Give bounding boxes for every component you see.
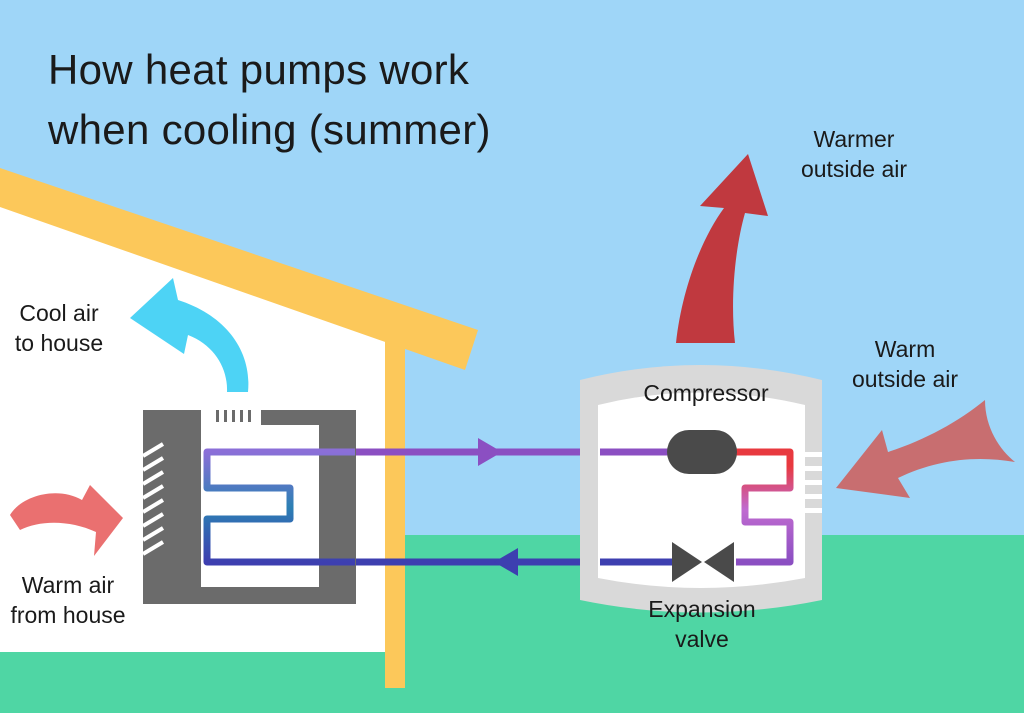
expansion-valve-icon-right — [704, 542, 734, 582]
indoor-grille-icon — [141, 442, 165, 556]
flow-arrow-right-icon — [478, 438, 502, 466]
warm-air-in-label-line1: Warm air — [21, 572, 115, 598]
outdoor-unit — [580, 365, 822, 613]
house-wall — [385, 335, 405, 688]
expansion-valve-label-line2: valve — [675, 626, 729, 652]
cool-air-label: Cool air to house — [6, 298, 112, 358]
warm-air-in-label: Warm air from house — [4, 570, 132, 630]
cool-air-label-line1: Cool air — [19, 300, 99, 326]
warmer-outside-air-label-line1: Warmer — [813, 126, 895, 152]
outdoor-coil — [736, 466, 794, 566]
warm-outside-air-label-line1: Warm — [874, 336, 936, 362]
outdoor-line-hot — [736, 448, 794, 470]
indoor-coil — [203, 448, 355, 566]
compressor-label: Compressor — [643, 380, 769, 406]
title-line-2: when cooling (summer) — [48, 106, 491, 153]
warmer-outside-air-arrow-icon — [676, 154, 768, 343]
expansion-valve-label-line1: Expansion — [648, 596, 756, 622]
warm-outside-air-label: Warm outside air — [838, 334, 972, 394]
outdoor-vent-icon — [805, 452, 822, 513]
warm-air-in-label-line2: from house — [10, 602, 126, 628]
house-roof — [0, 168, 478, 370]
warmer-outside-air-label-line2: outside air — [800, 156, 908, 182]
warmer-outside-air-label: Warmer outside air — [784, 124, 924, 184]
cool-air-label-line2: to house — [14, 330, 104, 356]
title-line-1: How heat pumps work — [48, 46, 470, 93]
warm-air-in-arrow-icon — [10, 485, 123, 556]
indoor-unit — [141, 410, 356, 604]
indoor-vent-icon — [216, 410, 251, 422]
warm-outside-air-label-line2: outside air — [851, 366, 959, 392]
cool-air-arrow-icon — [130, 278, 249, 392]
compressor-icon — [667, 430, 737, 474]
warm-outside-air-arrow-icon — [836, 400, 1015, 498]
expansion-valve-icon — [672, 542, 702, 582]
flow-arrow-left-icon — [494, 548, 518, 576]
expansion-valve-label: Expansion valve — [634, 594, 770, 654]
